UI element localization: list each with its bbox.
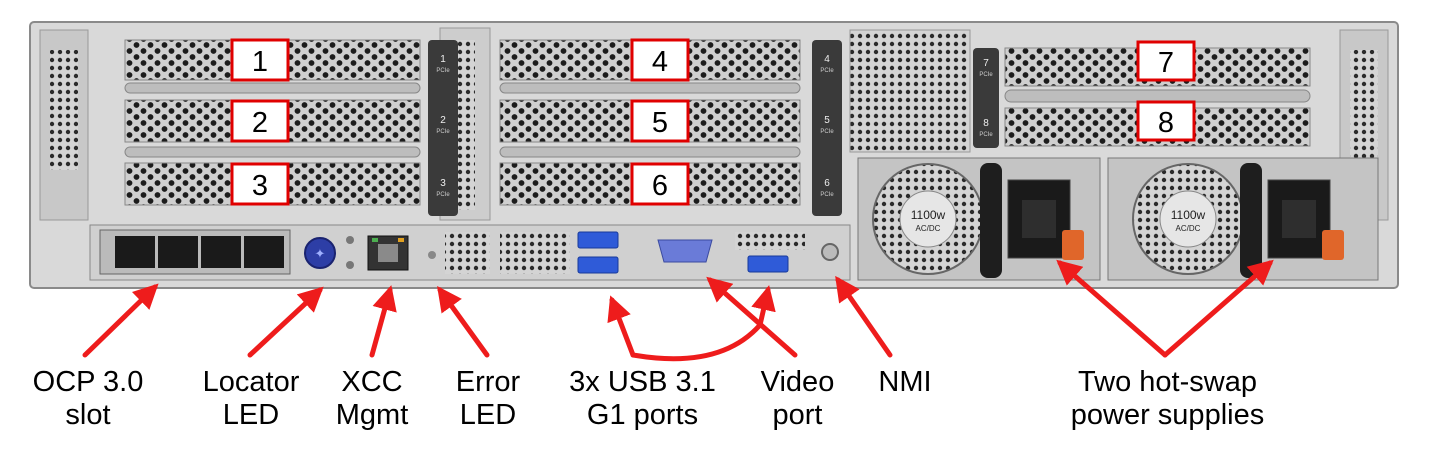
callout-error-led: Error LED (438, 366, 538, 432)
callout-error-line2: LED (459, 399, 517, 431)
tab-num-2: 2 (440, 115, 446, 126)
tab-num-4: 4 (824, 54, 830, 65)
callout-ocp-line2: slot (65, 399, 111, 431)
slot-label-6: 6 (652, 170, 668, 202)
psu-2-type: AC/DC (1176, 224, 1201, 233)
io-panel: ✦ (89, 224, 851, 281)
riser-tab-labels: 1 PCIe 2 PCIe 3 PCIe 4 PCIe 5 PCIe 6 PCI… (436, 54, 993, 198)
video-port[interactable] (657, 239, 713, 263)
callout-video-port: Video port (745, 366, 850, 432)
error-led (428, 251, 436, 259)
callout-nmi-line1: NMI (878, 366, 932, 398)
tab-num-3: 3 (440, 178, 446, 189)
locator-led-button[interactable] (304, 237, 336, 269)
slot-label-2: 2 (252, 107, 268, 139)
callout-arrows (82, 259, 1274, 362)
tab-pcie-5: PCIe (820, 129, 834, 135)
arrow-error (437, 285, 490, 358)
tab-pcie-7: PCIe (979, 72, 993, 78)
callout-power-supplies: Two hot-swap power supplies (1050, 366, 1285, 432)
tab-pcie-8: PCIe (979, 132, 993, 138)
callout-xcc-mgmt: XCC Mgmt (322, 366, 422, 432)
callout-error-line1: Error (455, 366, 521, 398)
psu-1-latch[interactable] (1062, 230, 1084, 260)
slot-label-4: 4 (652, 46, 668, 78)
callout-locator-line1: Locator (202, 366, 300, 398)
arrow-locator (247, 286, 324, 358)
riser-2-tab[interactable] (812, 40, 842, 216)
psu-1-watt: 1100w (911, 208, 946, 222)
slot-labels: 1 2 3 4 5 6 7 8 (230, 38, 1196, 206)
callout-ocp-line1: OCP 3.0 (32, 366, 144, 398)
arrow-usb-right (630, 285, 776, 362)
arrow-nmi (835, 275, 893, 358)
usb-port-3[interactable] (747, 255, 789, 273)
usb-port-2[interactable] (577, 256, 619, 274)
callout-usb-ports: 3x USB 3.1 G1 ports (560, 366, 725, 432)
tab-pcie-1: PCIe (436, 68, 450, 74)
callout-xcc-line2: Mgmt (335, 399, 409, 431)
tab-pcie-2: PCIe (436, 129, 450, 135)
locator-icon: ✦ (315, 247, 326, 262)
tab-pcie-4: PCIe (820, 68, 834, 74)
nmi-button[interactable] (821, 243, 839, 261)
slot-label-3: 3 (252, 170, 268, 202)
psu-1: 1100w AC/DC (857, 157, 1101, 281)
psu-2-latch[interactable] (1322, 230, 1344, 260)
arrow-xcc (369, 285, 397, 358)
arrow-psu-1 (1056, 259, 1168, 358)
callout-xcc-line1: XCC (341, 366, 403, 398)
psu-2-handle[interactable] (1240, 163, 1262, 278)
psu-2-watt: 1100w (1171, 208, 1206, 222)
tab-pcie-3: PCIe (436, 192, 450, 198)
psu-1-handle[interactable] (980, 163, 1002, 278)
callout-psu-line1: Two hot-swap (1078, 366, 1257, 398)
riser-3-tab[interactable] (973, 48, 999, 148)
usb-port-1[interactable] (577, 231, 619, 249)
arrow-video (706, 276, 798, 358)
callout-ocp-slot: OCP 3.0 slot (28, 366, 148, 432)
tab-num-5: 5 (824, 115, 830, 126)
slot-label-5: 5 (652, 107, 668, 139)
callout-psu-line2: power supplies (1070, 399, 1265, 431)
psu-2: 1100w AC/DC (1107, 157, 1379, 281)
arrow-psu-2 (1162, 259, 1274, 358)
callout-nmi: NMI (860, 366, 950, 399)
tab-pcie-6: PCIe (820, 192, 834, 198)
tab-num-6: 6 (824, 178, 830, 189)
ocp-port-4[interactable] (244, 236, 284, 268)
tab-num-1: 1 (440, 54, 446, 65)
tab-num-8: 8 (983, 118, 989, 129)
arrow-ocp (82, 283, 159, 358)
riser-1-tab[interactable] (428, 40, 458, 216)
psu-1-type: AC/DC (916, 224, 941, 233)
callout-locator-line2: LED (222, 399, 280, 431)
callout-usb-line2: G1 ports (586, 399, 699, 431)
ocp-port-2[interactable] (158, 236, 198, 268)
slot-label-1: 1 (252, 46, 268, 78)
callout-usb-line1: 3x USB 3.1 (569, 366, 716, 398)
slot-label-8: 8 (1158, 107, 1174, 139)
ocp-port-1[interactable] (115, 236, 155, 268)
riser-1 (124, 39, 458, 216)
callout-video-line1: Video (760, 366, 835, 398)
slot-label-7: 7 (1158, 47, 1174, 79)
callout-video-line2: port (772, 399, 823, 431)
tab-num-7: 7 (983, 58, 989, 69)
callout-locator-led: Locator LED (186, 366, 316, 432)
arrow-usb-left (607, 295, 636, 358)
ocp-port-3[interactable] (201, 236, 241, 268)
